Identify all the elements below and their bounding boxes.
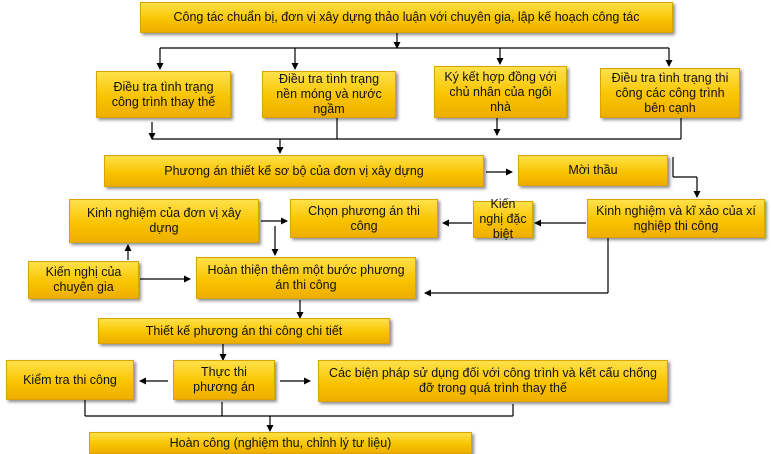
node-preliminary-design: Phương án thiết kế sơ bộ của đơn vị xây … [104, 155, 484, 187]
node-refine-plan: Hoàn thiện thêm một bước phương án thi c… [196, 257, 416, 299]
node-special-proposal: Kiến nghị đặc biệt [473, 197, 533, 241]
node-top: Công tác chuẩn bị, đơn vị xây dựng thảo … [140, 2, 673, 33]
node-expert-proposal: Kiến nghị của chuyên gia [28, 261, 139, 299]
node-contract-owner: Ký kết hợp đồng với chủ nhân của ngôi nh… [434, 66, 567, 118]
node-execute-plan: Thực thi phương án [173, 360, 275, 400]
node-enterprise-experience: Kinh nghiệm và kĩ xảo của xí nghiệp thi … [587, 199, 765, 238]
node-inspection: Kiểm tra thi công [6, 360, 134, 400]
node-choose-plan: Chọn phương án thi công [290, 199, 438, 238]
node-tender: Mời thầu [518, 155, 668, 186]
node-detailed-design: Thiết kế phương án thi công chi tiết [98, 318, 390, 344]
node-measures: Các biện pháp sử dụng đối với công trình… [318, 360, 668, 402]
node-survey-adjacent: Điều tra tình trạng thi công các công tr… [600, 68, 740, 118]
node-unit-experience: Kinh nghiệm của đơn vị xây dựng [69, 199, 259, 243]
node-survey-replace: Điều tra tình trạng công trình thay thế [96, 71, 231, 118]
node-completion: Hoàn công (nghiệm thu, chỉnh lý tư liệu) [89, 432, 472, 454]
node-survey-foundation: Điều tra tình trạng nền móng và nước ngầ… [262, 71, 396, 118]
